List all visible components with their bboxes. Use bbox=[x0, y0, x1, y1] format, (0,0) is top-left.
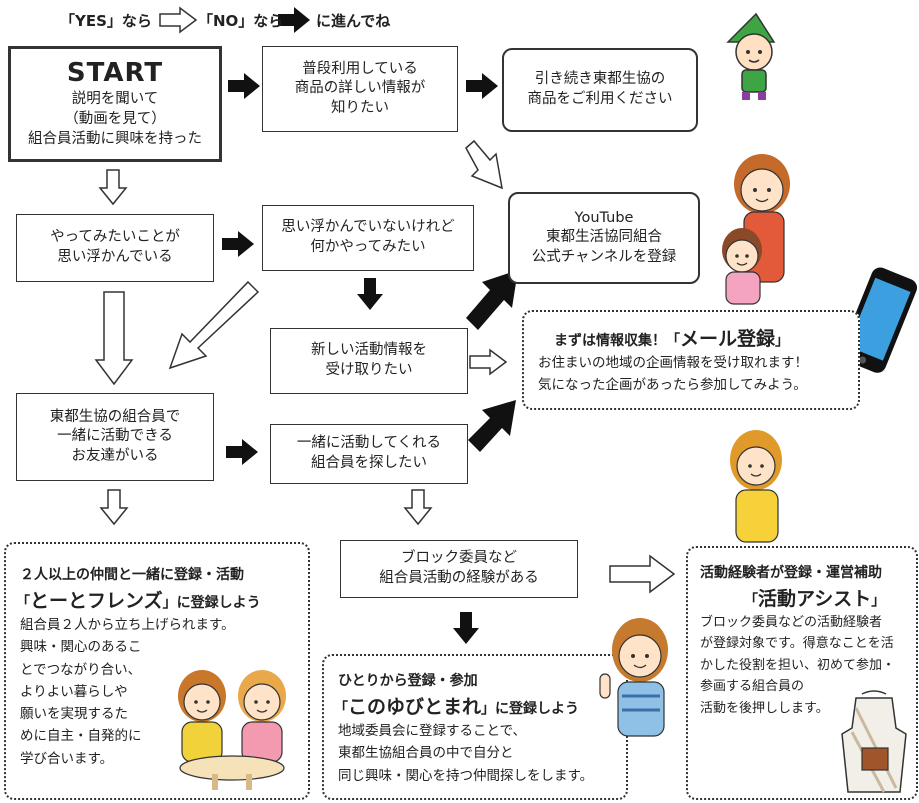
mail-title-emphasis: メール登録 bbox=[680, 328, 776, 350]
box-line: 何かやってみたい bbox=[310, 239, 426, 255]
box-line: YouTube bbox=[574, 209, 634, 226]
name-suffix: 」 bbox=[871, 593, 886, 609]
box-line: 公式チャンネルを登録 bbox=[531, 248, 677, 265]
new-info-box: 新しい活動情報を 受け取りたい bbox=[270, 328, 468, 394]
legend-no-label: 「NO」なら bbox=[198, 12, 284, 30]
find-members-box: 一緒に活動してくれる 組合員を探したい bbox=[270, 424, 468, 484]
tootofriends-title: ２人以上の仲間と一緒に登録・活動 bbox=[20, 567, 244, 583]
konoyubi-name: 「このゆびとまれ」に登録しよう bbox=[334, 692, 579, 719]
card-line: かした役割を担い、初めて参加・ bbox=[700, 657, 896, 673]
name-prefix: 「 bbox=[744, 593, 758, 609]
assist-card: 活動経験者が登録・運営補助 「活動アシスト」 ブロック委員などの活動経験者 が登… bbox=[686, 546, 918, 800]
mail-title-prefix: まずは情報収集！「 bbox=[554, 333, 680, 349]
mail-card-body: お住まいの地域の企画情報を受け取れます！ 気になった企画があったら参加してみよう… bbox=[538, 352, 808, 397]
tootofriends-card: ２人以上の仲間と一緒に登録・活動 「とーとフレンズ」に登録しよう 組合員２人から… bbox=[4, 542, 310, 800]
card-line: 組合員２人から立ち上げられます。 bbox=[20, 617, 235, 633]
konoyubi-title: ひとりから登録・参加 bbox=[338, 673, 478, 689]
assist-body: ブロック委員などの活動経験者 が登録対象です。得意なことを活 かした役割を担い、… bbox=[700, 612, 895, 719]
apron-illustration bbox=[841, 690, 907, 793]
card-line: 同じ興味・関心を持つ仲間探しをします。 bbox=[338, 767, 594, 784]
card-line: お住まいの地域の企画情報を受け取れます！ bbox=[538, 355, 808, 371]
mail-title-suffix: 」 bbox=[775, 333, 790, 349]
tootofriends-name: 「とーとフレンズ」に登録しよう bbox=[16, 586, 261, 613]
box-line: 引き続き東都生協の bbox=[534, 71, 666, 88]
elf-character-illustration bbox=[726, 12, 776, 100]
box-line: 知りたい bbox=[331, 99, 389, 116]
card-line: とでつながり合い、 bbox=[20, 661, 142, 678]
friends-exist-box: 東都生協の組合員で 一緒に活動できる お友達がいる bbox=[16, 393, 214, 481]
woman-illustration bbox=[730, 430, 782, 543]
start-line: （動画を見て） bbox=[64, 111, 166, 128]
card-line: めに自主・自発的に bbox=[20, 728, 142, 745]
want-to-do-box: やってみたいことが 思い浮かんでいる bbox=[16, 214, 214, 282]
not-yet-box: 思い浮かんでいないけれど 何かやってみたい bbox=[262, 205, 474, 271]
box-line: 思い浮かんでいないけれど bbox=[281, 219, 455, 236]
tootofriends-body: 組合員２人から立ち上げられます。 興味・関心のあるこ とでつながり合い、 よりよ… bbox=[20, 614, 235, 770]
name-emphasis: このゆびとまれ bbox=[348, 696, 482, 718]
continue-use-box: 引き続き東都生協の 商品をご利用ください bbox=[502, 48, 698, 132]
start-box: START 説明を聞いて （動画を見て） 組合員活動に興味を持った bbox=[8, 46, 222, 162]
name-prefix: 「 bbox=[16, 595, 30, 611]
card-line: 学び合います。 bbox=[20, 750, 114, 767]
box-line: 組合員を探したい bbox=[311, 455, 427, 471]
name-suffix: 」に登録しよう bbox=[481, 701, 580, 717]
assist-title: 活動経験者が登録・運営補助 bbox=[700, 565, 882, 581]
pointing-woman-illustration bbox=[599, 618, 668, 737]
box-line: 東都生協の組合員で bbox=[49, 408, 181, 425]
card-line: ブロック委員などの活動経験者 bbox=[700, 615, 883, 630]
box-line: 商品の詳しい情報が bbox=[294, 80, 426, 97]
box-line: 組合員活動の経験がある bbox=[379, 570, 539, 586]
card-line: 東都生協組合員の中で自分と bbox=[338, 745, 514, 762]
box-line: 新しい活動情報を bbox=[311, 342, 427, 359]
start-line: 組合員活動に興味を持った bbox=[28, 130, 202, 147]
card-line: が登録対象です。得意なことを活 bbox=[700, 636, 894, 652]
youtube-box: YouTube 東都生活協同組合 公式チャンネルを登録 bbox=[508, 192, 700, 284]
start-line: 説明を聞いて bbox=[71, 91, 159, 108]
box-line: 一緒に活動してくれる bbox=[296, 435, 442, 452]
card-line: 活動を後押しします。 bbox=[700, 700, 829, 716]
mail-card-title: まずは情報収集！「メール登録」 bbox=[554, 324, 789, 351]
box-line: 思い浮かんでいる bbox=[57, 249, 173, 265]
box-line: 受け取りたい bbox=[325, 362, 413, 378]
card-line: 願いを実現するた bbox=[20, 706, 128, 723]
start-title: START bbox=[66, 57, 164, 88]
box-line: 商品をご利用ください bbox=[527, 91, 673, 107]
card-line: 気になった企画があったら参加してみよう。 bbox=[538, 377, 807, 394]
box-line: ブロック委員など bbox=[401, 550, 517, 567]
name-suffix: 」に登録しよう bbox=[162, 595, 261, 611]
box-line: やってみたいことが bbox=[50, 229, 180, 246]
assist-name: 「活動アシスト」 bbox=[744, 584, 885, 611]
experience-box: ブロック委員など 組合員活動の経験がある bbox=[340, 540, 578, 598]
product-info-box: 普段利用している 商品の詳しい情報が 知りたい bbox=[262, 46, 458, 132]
legend-go-label: に進んでね bbox=[316, 12, 391, 30]
legend-yes-label: 「YES」なら bbox=[60, 12, 152, 30]
mail-registration-card: まずは情報収集！「メール登録」 お住まいの地域の企画情報を受け取れます！ 気にな… bbox=[522, 310, 860, 410]
card-line: 地域委員会に登録することで、 bbox=[338, 723, 527, 739]
friends-at-table-illustration bbox=[178, 670, 286, 790]
konoyubi-card: ひとりから登録・参加 「このゆびとまれ」に登録しよう 地域委員会に登録することで… bbox=[322, 654, 628, 800]
mother-child-illustration bbox=[722, 154, 790, 305]
box-line: 東都生活協同組合 bbox=[546, 229, 662, 246]
card-line: よりよい暮らしや bbox=[20, 683, 128, 700]
card-line: 興味・関心のあるこ bbox=[20, 639, 142, 656]
konoyubi-body: 地域委員会に登録することで、 東都生協組合員の中で自分と 同じ興味・関心を持つ仲… bbox=[338, 720, 593, 787]
box-line: 一緒に活動できる bbox=[57, 428, 173, 445]
legend-yes-arrow bbox=[159, 7, 197, 33]
box-line: お友達がいる bbox=[71, 447, 159, 464]
box-line: 普段利用している bbox=[302, 60, 418, 77]
name-emphasis: 活動アシスト bbox=[758, 588, 872, 610]
card-line: 参画する組合員の bbox=[700, 679, 805, 695]
name-emphasis: とーとフレンズ bbox=[30, 590, 163, 612]
name-prefix: 「 bbox=[334, 701, 348, 717]
